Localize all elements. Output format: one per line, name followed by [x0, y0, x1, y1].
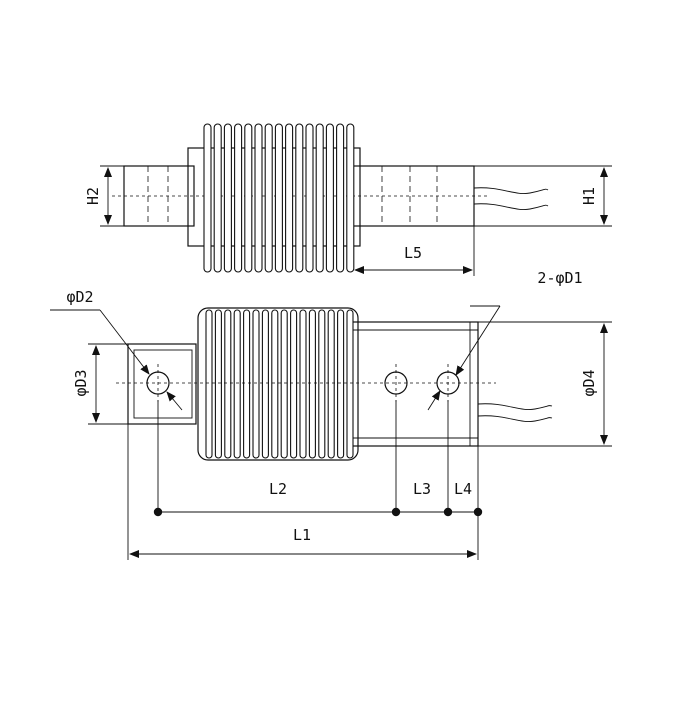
bellows-rib	[205, 309, 213, 459]
bellows-fin	[244, 123, 253, 273]
bellows-rib	[214, 309, 222, 459]
bellows-rib	[271, 309, 279, 459]
label-l4: L4	[454, 480, 472, 498]
label-d3: φD3	[72, 369, 90, 396]
bellows-fin	[234, 123, 243, 273]
bellows-rib	[243, 309, 251, 459]
bellows-fin	[285, 123, 294, 273]
bellows-fin	[346, 123, 355, 273]
bellows-body	[197, 307, 359, 461]
bellows-rib	[233, 309, 241, 459]
bellows-rib	[224, 309, 232, 459]
left-shaft	[123, 165, 195, 227]
top-view: φD2 2-φD1 φD3 φD4 L2 L3 L4 L1	[50, 269, 612, 560]
bellows-rib	[299, 309, 307, 459]
bellows-rib	[327, 309, 335, 459]
bellows-rib	[290, 309, 298, 459]
bellows-fins	[203, 123, 355, 273]
bellows-fin	[264, 123, 273, 273]
bellows-rib	[261, 309, 269, 459]
bellows-fin	[254, 123, 263, 273]
label-l2: L2	[269, 480, 287, 498]
bellows-rib	[252, 309, 260, 459]
bellows-fin	[336, 123, 345, 273]
label-d4: φD4	[580, 369, 598, 396]
label-h2: H2	[84, 187, 102, 205]
label-l1: L1	[293, 526, 311, 544]
bellows-fin	[315, 123, 324, 273]
bellows-rib	[308, 309, 316, 459]
bellows-fin	[203, 123, 212, 273]
bellows-fin	[223, 123, 232, 273]
bellows-ribs	[205, 309, 354, 459]
bellows-fin	[325, 123, 334, 273]
bellows-fin	[213, 123, 222, 273]
label-d1: 2-φD1	[537, 269, 582, 287]
side-view: H2 H1 L5	[84, 123, 612, 276]
bellows-hub	[187, 147, 361, 247]
label-h1: H1	[580, 187, 598, 205]
label-l3: L3	[413, 480, 431, 498]
bellows-rib	[318, 309, 326, 459]
bellows-fin	[274, 123, 283, 273]
label-d2: φD2	[66, 288, 93, 306]
label-l5: L5	[404, 244, 422, 262]
bellows-rib	[337, 309, 345, 459]
bellows-fin	[305, 123, 314, 273]
bellows-rib	[346, 309, 354, 459]
left-mount-tab	[127, 343, 197, 425]
bellows-fin	[295, 123, 304, 273]
bellows-rib	[280, 309, 288, 459]
